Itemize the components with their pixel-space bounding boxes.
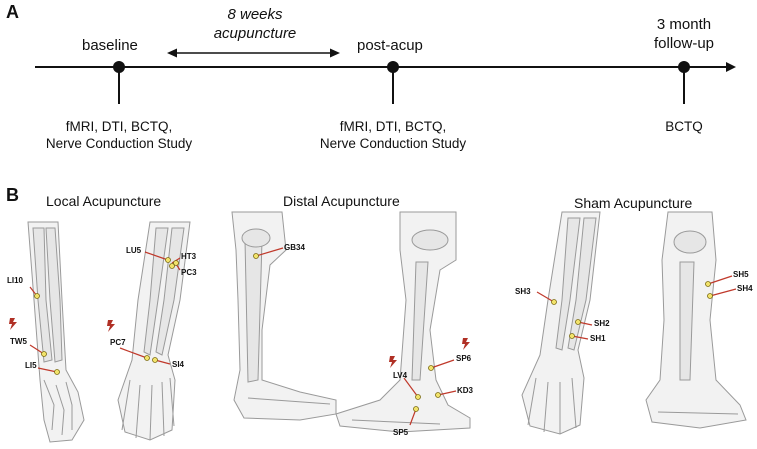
- point-label-sp5: SP5: [393, 428, 409, 437]
- point-label-ht3: HT3: [181, 252, 197, 261]
- interval-arrowhead-left: [167, 48, 177, 58]
- measures-post-line2: Nerve Conduction Study: [319, 136, 467, 151]
- point-label-lv4: LV4: [393, 371, 408, 380]
- acupoint-lv4: [415, 394, 421, 400]
- timepoint-label-baseline: baseline: [82, 37, 138, 54]
- lateral-leg-illustration: [231, 211, 337, 421]
- stimulation-bolt-icon: [107, 320, 115, 332]
- point-label-lu5: LU5: [126, 246, 142, 255]
- sham-arm-illustration: [521, 211, 601, 435]
- acupoint-ht3: [173, 260, 179, 266]
- acupoint-si4: [152, 357, 158, 363]
- point-label-sh4: SH4: [737, 284, 753, 293]
- acupoint-gb34: [253, 253, 259, 259]
- point-label-pc3: PC3: [181, 268, 197, 277]
- follow-up-line1: 3 month: [656, 16, 712, 33]
- acupoint-kd3: [435, 392, 441, 398]
- point-label-sh5: SH5: [733, 270, 749, 279]
- left-arm-illustration: [27, 221, 85, 443]
- point-label-li10: LI10: [7, 276, 24, 285]
- timepoint-label-follow-up: 3 month follow-up: [644, 15, 724, 53]
- acupoint-tw5: [41, 351, 47, 357]
- acupoint-sh5: [705, 281, 711, 287]
- interval-label: 8 weeks acupuncture: [190, 5, 320, 43]
- interval-label-line2: acupuncture: [213, 25, 297, 42]
- measures-baseline-line2: Nerve Conduction Study: [45, 136, 193, 151]
- group-title-sham: Sham Acupuncture: [574, 195, 693, 211]
- point-label-sh3: SH3: [515, 287, 531, 296]
- measures-follow-up: BCTQ: [665, 119, 703, 134]
- acupoint-markers: [34, 253, 713, 412]
- measures-post-acup: fMRI, DTI, BCTQ, Nerve Conduction Study: [303, 118, 483, 152]
- acupoint-sh2: [575, 319, 581, 325]
- interval-label-line1: 8 weeks: [227, 6, 283, 23]
- acupoint-sh1: [569, 333, 575, 339]
- measures-baseline-line1: fMRI, DTI, BCTQ,: [65, 119, 173, 134]
- group-title-distal: Distal Acupuncture: [283, 193, 400, 209]
- stimulation-bolt-icon: [9, 318, 17, 330]
- acupoint-li10: [34, 293, 40, 299]
- acupoint-sh3: [551, 299, 557, 305]
- point-label-li5: LI5: [25, 361, 37, 370]
- acupoint-sp6: [428, 365, 434, 371]
- point-label-sh2: SH2: [594, 319, 610, 328]
- group-title-local: Local Acupuncture: [46, 193, 162, 209]
- panel-letter-b: B: [6, 185, 19, 205]
- timepoint-label-post-acup: post-acup: [357, 37, 423, 54]
- point-label-si4: SI4: [172, 360, 185, 369]
- point-label-sh1: SH1: [590, 334, 606, 343]
- sham-leg-illustration: [645, 211, 747, 429]
- point-label-kd3: KD3: [457, 386, 474, 395]
- point-label-tw5: TW5: [10, 337, 27, 346]
- interval-arrowhead-right: [330, 48, 340, 58]
- point-label-gb34: GB34: [284, 243, 305, 252]
- acupoint-li5: [54, 369, 60, 375]
- medial-leg-illustration: [335, 211, 471, 433]
- acupoint-sp5: [413, 406, 419, 412]
- stimulation-bolt-icon: [389, 356, 397, 368]
- acupoint-lu5: [165, 257, 171, 263]
- point-label-pc7: PC7: [110, 338, 126, 347]
- follow-up-line2: follow-up: [653, 35, 715, 52]
- stimulation-bolt-icon: [462, 338, 470, 350]
- panel-letter-a: A: [6, 2, 19, 22]
- acupoint-sh4: [707, 293, 713, 299]
- point-label-sp6: SP6: [456, 354, 472, 363]
- timeline-arrowhead: [726, 62, 736, 72]
- measures-post-line1: fMRI, DTI, BCTQ,: [339, 119, 447, 134]
- acupoint-pc7: [144, 355, 150, 361]
- acupoint-pc3: [169, 263, 175, 269]
- measures-baseline: fMRI, DTI, BCTQ, Nerve Conduction Study: [29, 118, 209, 152]
